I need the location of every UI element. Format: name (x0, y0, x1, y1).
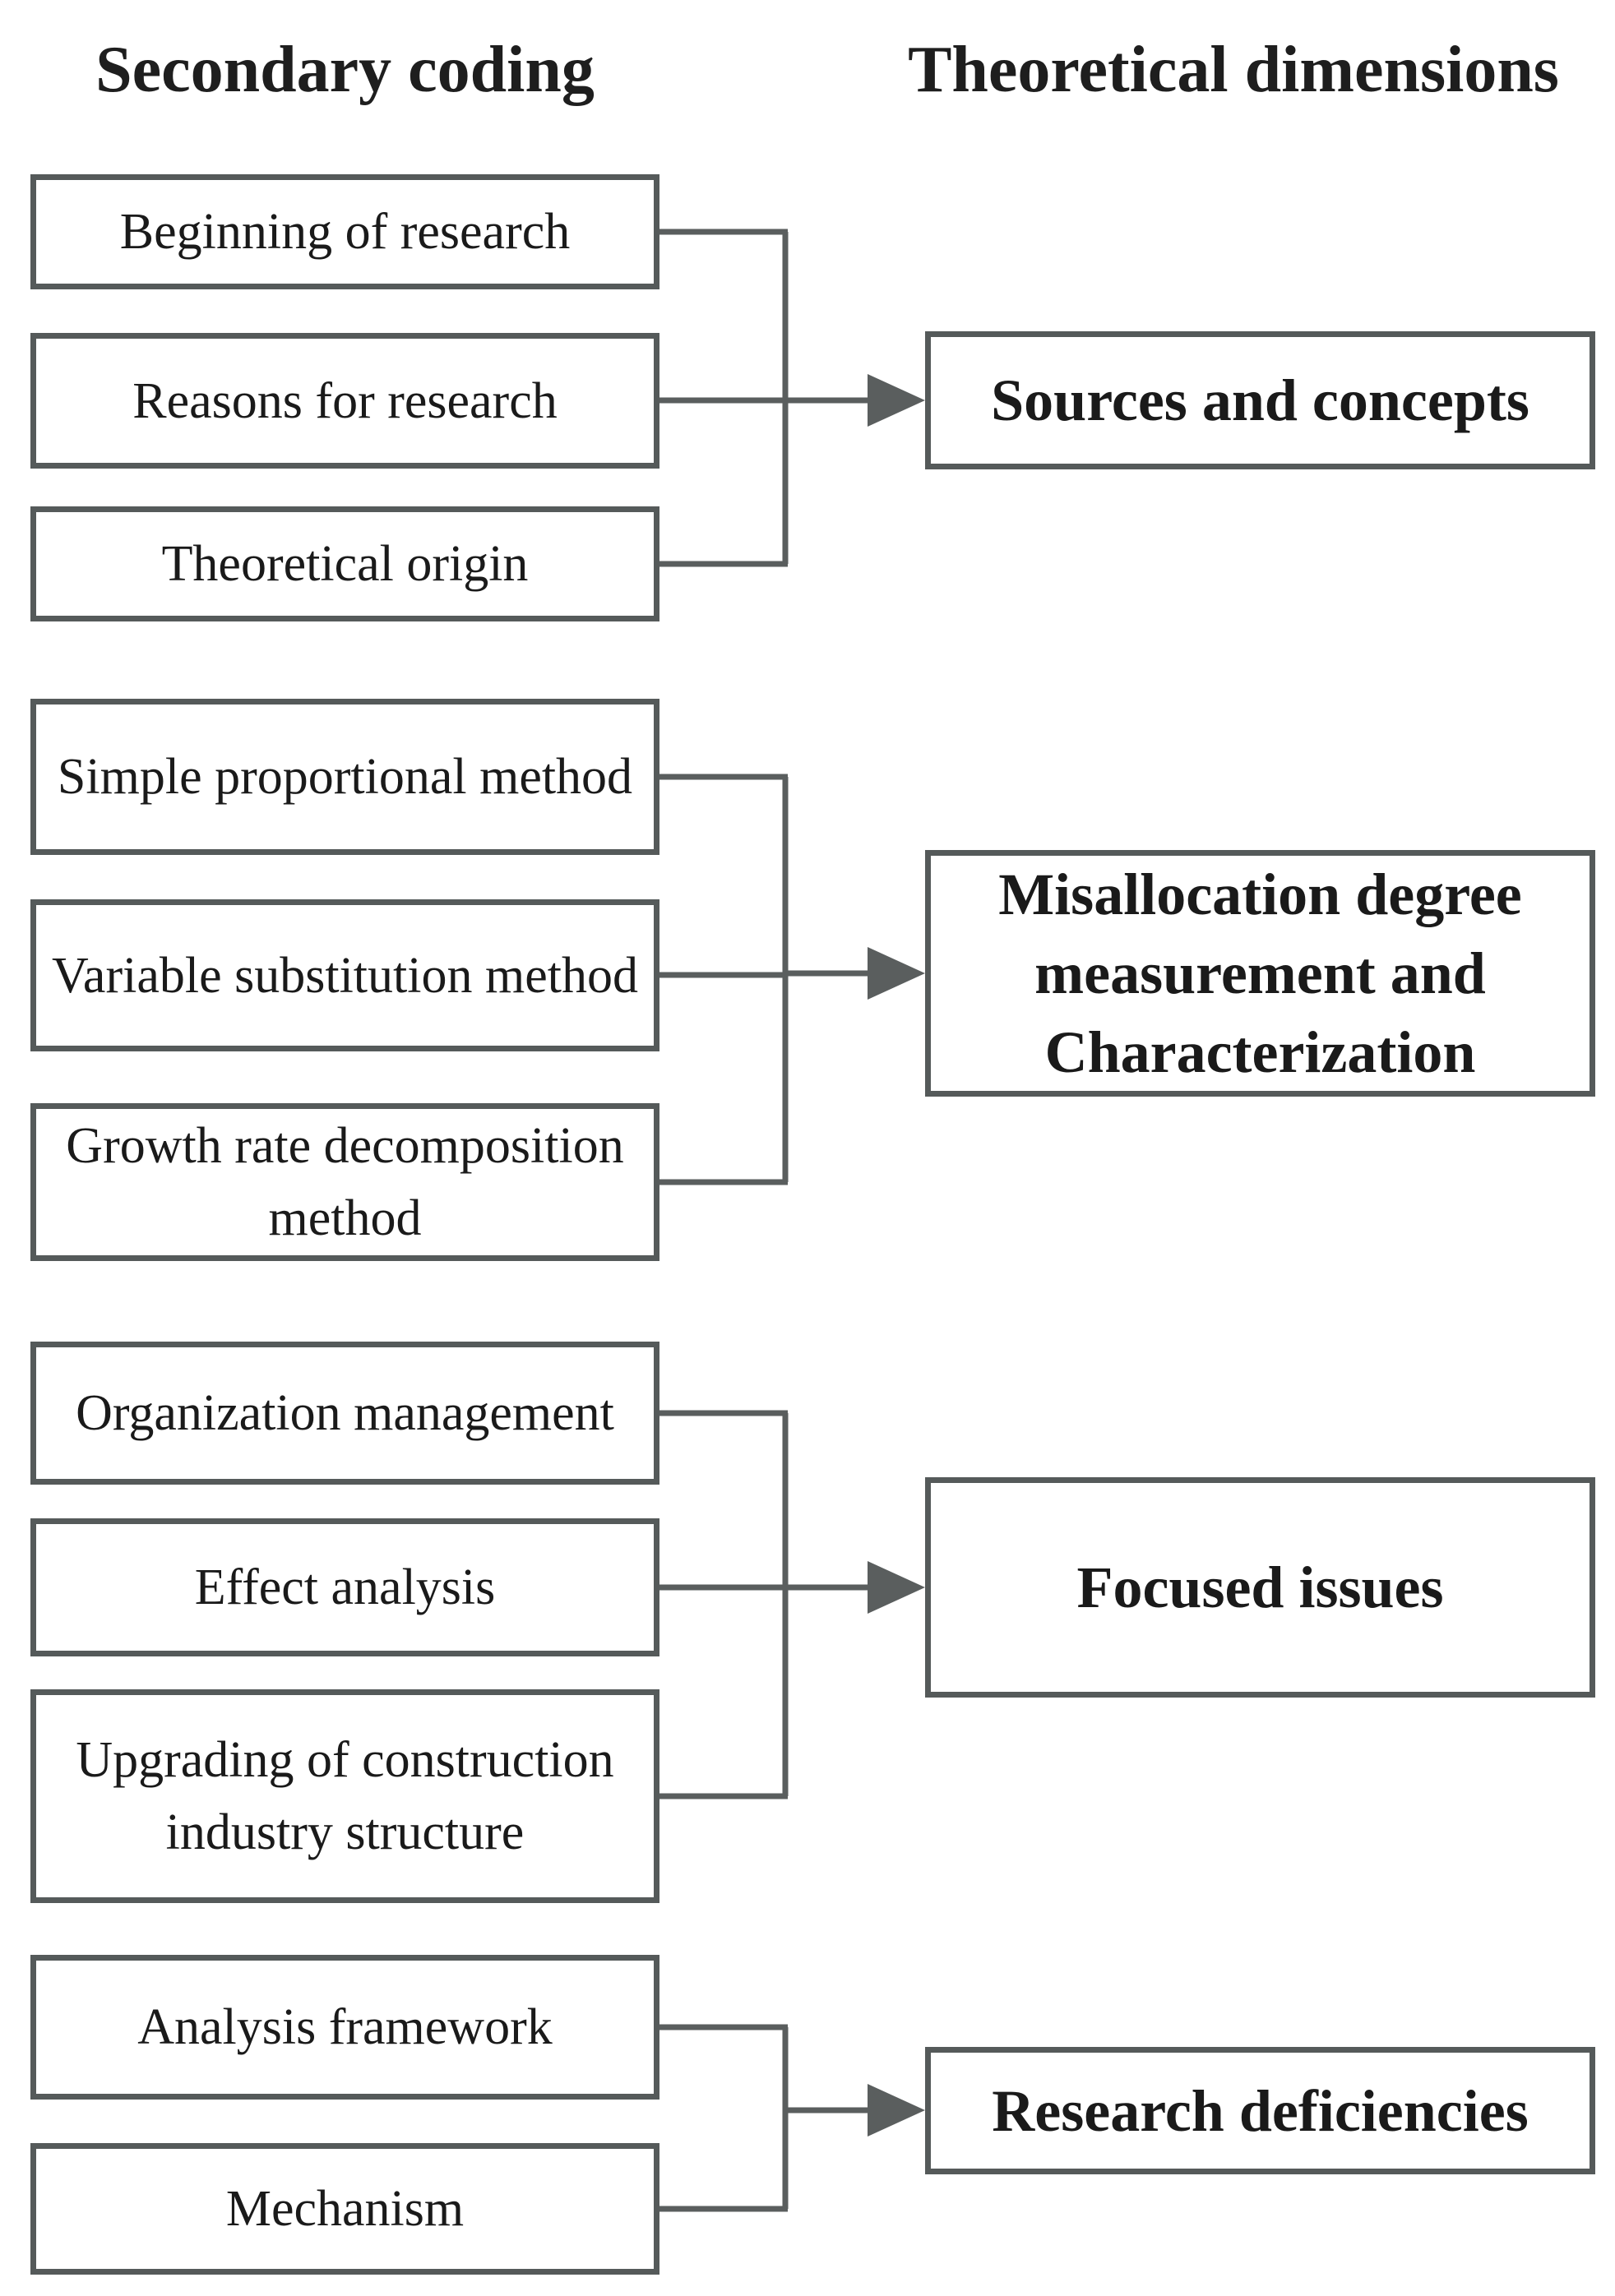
connector-arrowhead-3 (868, 2084, 925, 2137)
code-label: Organization management (76, 1385, 614, 1441)
code-box-simple-proportional-method: Simple proportional method (30, 699, 659, 855)
code-box-mechanism: Mechanism (30, 2143, 659, 2275)
dimension-box-research-deficiencies: Research deficiencies (925, 2047, 1595, 2174)
code-box-effect-analysis: Effect analysis (30, 1518, 659, 1656)
connector-arrowhead-0 (868, 374, 925, 427)
code-label: Growth rate decomposition method (66, 1118, 624, 1246)
dimension-label: Research deficiencies (992, 2077, 1529, 2144)
connector-arrowhead-2 (868, 1561, 925, 1614)
code-box-beginning-of-research: Beginning of research (30, 174, 659, 289)
code-label: Theoretical origin (161, 536, 529, 592)
code-label: Effect analysis (194, 1559, 496, 1615)
dimension-label: Sources and concepts (991, 367, 1529, 433)
connector-arrowhead-1 (868, 947, 925, 1000)
dimension-box-sources-and-concepts: Sources and concepts (925, 331, 1595, 469)
code-label: Beginning of research (119, 204, 571, 260)
dimension-label: Misallocation degree measurement and Cha… (998, 862, 1522, 1085)
code-label: Analysis framework (137, 1999, 553, 2055)
code-box-reasons-for-research: Reasons for research (30, 333, 659, 469)
code-box-organization-management: Organization management (30, 1342, 659, 1485)
code-box-variable-substitution-method: Variable substitution method (30, 899, 659, 1051)
code-label: Variable substitution method (52, 947, 638, 1004)
code-label: Simple proportional method (57, 749, 633, 805)
code-label: Mechanism (225, 2181, 465, 2237)
code-label: Reasons for research (132, 372, 558, 429)
dimension-label: Focused issues (1076, 1555, 1444, 1620)
dimension-box-misallocation-measurement: Misallocation degree measurement and Cha… (925, 850, 1595, 1097)
code-box-upgrading-construction-industry-structure: Upgrading of construction industry struc… (30, 1689, 659, 1903)
code-box-growth-rate-decomposition-method: Growth rate decomposition method (30, 1103, 659, 1261)
theoretical-dimensions-header: Theoretical dimensions (908, 33, 1559, 106)
code-label: Upgrading of construction industry struc… (76, 1732, 614, 1860)
code-box-theoretical-origin: Theoretical origin (30, 506, 659, 621)
dimension-box-focused-issues: Focused issues (925, 1477, 1595, 1698)
secondary-coding-header: Secondary coding (95, 33, 595, 106)
code-box-analysis-framework: Analysis framework (30, 1955, 659, 2100)
